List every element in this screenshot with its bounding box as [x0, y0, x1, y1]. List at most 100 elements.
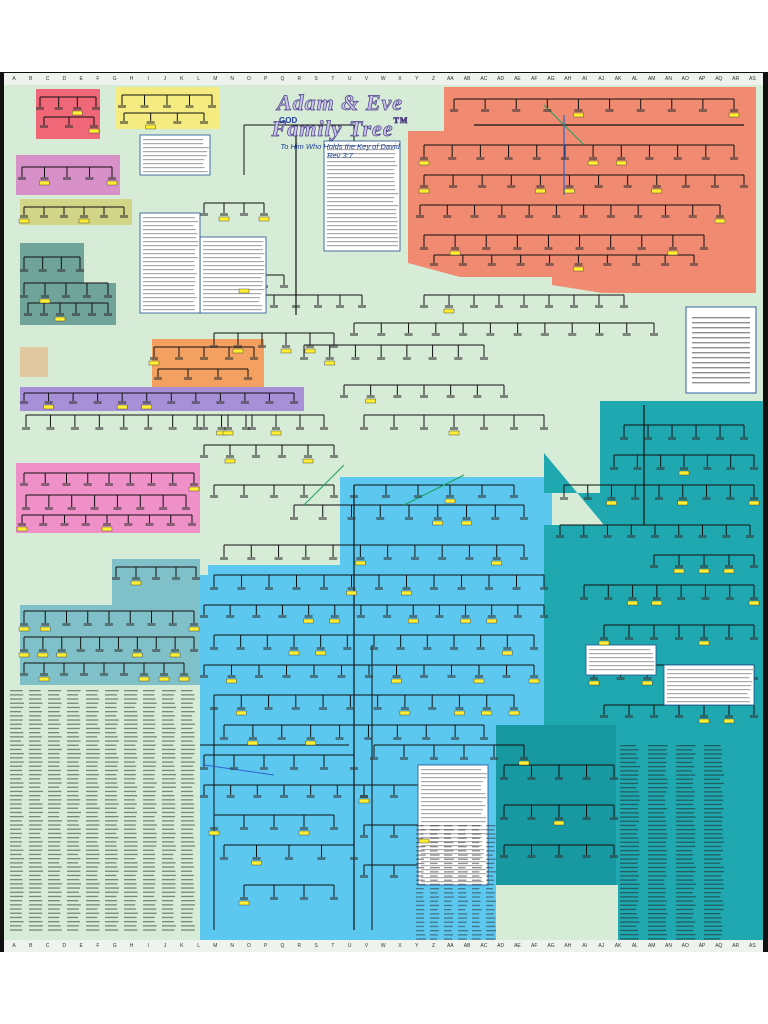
note-text-mark [327, 205, 399, 207]
highlight-tag [56, 652, 67, 658]
index-entry-mark [676, 841, 696, 843]
person-node [404, 333, 413, 336]
person-node [651, 535, 659, 538]
note-text-mark [143, 281, 196, 283]
table-row-mark [692, 382, 750, 384]
person-node [347, 587, 356, 590]
note-text-mark [143, 245, 199, 247]
index-entry-mark [648, 766, 666, 768]
column-letter: AK [614, 76, 622, 82]
person-node [226, 795, 235, 798]
person-node [54, 107, 63, 110]
index-entry-mark [67, 900, 79, 902]
person-node [579, 215, 588, 218]
person-node [530, 675, 538, 678]
highlight-tag [315, 650, 326, 656]
index-entry-mark [143, 715, 155, 717]
index-entry-mark [676, 913, 694, 915]
highlight-tag [535, 188, 546, 194]
index-entry-mark [444, 829, 454, 831]
column-letter: AP [698, 76, 706, 82]
index-entry-mark [86, 929, 100, 931]
index-entry-mark [648, 791, 667, 793]
index-entry-mark [67, 849, 81, 851]
index-entry-mark [67, 795, 79, 797]
index-entry-mark [29, 782, 41, 784]
index-entry-mark [143, 929, 157, 931]
index-entry-mark [162, 719, 174, 721]
index-entry-mark [105, 757, 119, 759]
index-entry-mark [648, 845, 666, 848]
index-entry-mark [704, 745, 721, 747]
note-text-mark [327, 157, 395, 159]
index-entry-mark [143, 782, 157, 784]
index-entry-mark [472, 879, 482, 881]
index-entry-mark [648, 757, 666, 759]
person-node [237, 707, 246, 710]
person-node [291, 707, 300, 710]
index-entry-mark [86, 820, 100, 822]
index-entry-mark [67, 816, 80, 818]
index-entry-mark [10, 832, 23, 835]
highlight-tag [43, 404, 54, 410]
index-entry-mark [430, 829, 440, 831]
index-entry-mark [648, 749, 667, 751]
index-entry-mark [458, 896, 467, 898]
index-entry-mark [704, 871, 724, 873]
person-node [726, 497, 735, 500]
index-entry-mark [472, 900, 481, 902]
person-node [632, 263, 641, 266]
person-node [133, 649, 142, 652]
note-text-mark [667, 701, 750, 703]
index-entry-mark [620, 917, 639, 919]
person-node [147, 483, 156, 486]
person-node [242, 427, 250, 430]
index-entry-mark [704, 896, 721, 898]
index-entry-mark [648, 770, 666, 772]
index-entry-mark [143, 916, 155, 919]
highlight-tag [226, 678, 237, 684]
highlight-tag [18, 626, 30, 632]
highlight-tag [449, 250, 461, 256]
person-node [282, 675, 291, 678]
index-entry-mark [181, 891, 195, 893]
note-text-mark [143, 139, 204, 141]
index-entry-mark [162, 891, 176, 893]
note-text-mark [143, 155, 208, 157]
person-node [365, 675, 373, 678]
index-entry-mark [416, 854, 426, 856]
index-entry-mark [48, 761, 60, 763]
note-text-mark [421, 801, 483, 803]
column-letter: A [12, 76, 16, 82]
index-entry-mark [704, 858, 723, 860]
index-entry-mark [458, 925, 466, 928]
index-entry-mark [10, 858, 24, 860]
index-entry-mark [10, 912, 22, 914]
index-entry-mark [124, 820, 137, 822]
index-entry-mark [86, 782, 98, 784]
person-node [200, 615, 208, 618]
person-node [400, 757, 408, 760]
index-entry-mark [181, 824, 195, 826]
index-entry-mark [143, 887, 155, 889]
person-node [278, 615, 287, 618]
index-entry-mark [162, 900, 174, 902]
index-entry-mark [105, 753, 117, 755]
person-node [416, 215, 424, 218]
person-node [628, 597, 637, 600]
table-row-mark [692, 347, 750, 349]
index-entry-mark [86, 778, 98, 780]
highlight-tag [18, 652, 30, 658]
highlight-tag [88, 128, 100, 134]
note-text-mark [203, 241, 264, 243]
index-entry-mark [181, 811, 195, 814]
index-entry-mark [29, 757, 42, 759]
person-node [633, 467, 642, 470]
index-entry-mark [143, 690, 155, 692]
index-entry-mark [704, 816, 723, 818]
index-entry-mark [10, 790, 23, 793]
note-text-mark [327, 201, 394, 203]
person-node [80, 215, 88, 218]
person-node [560, 157, 569, 160]
index-entry-mark [48, 706, 61, 709]
